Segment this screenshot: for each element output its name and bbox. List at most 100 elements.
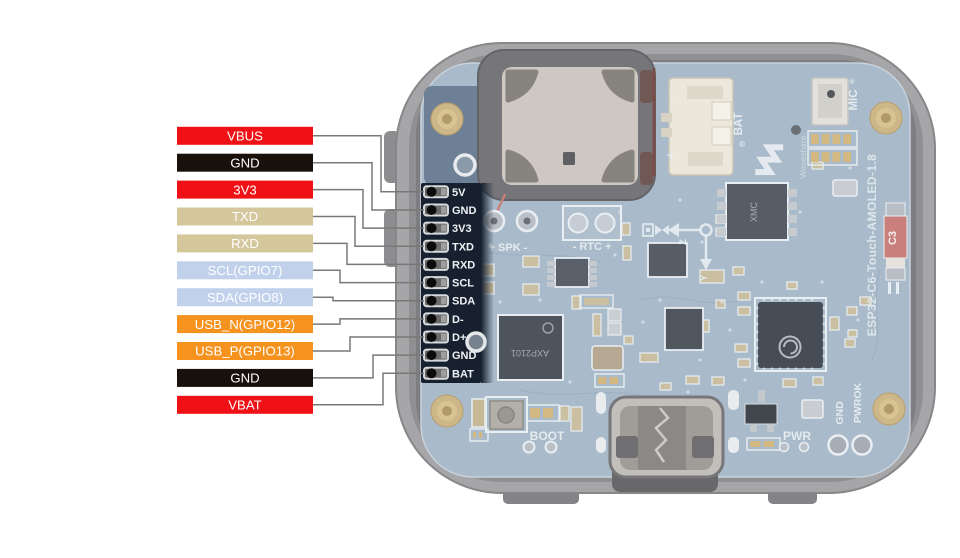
speaker-corner-cutouts: [505, 69, 635, 183]
spk-silkscreen-label: + SPK -: [489, 242, 528, 254]
smd-passive: [522, 283, 540, 296]
metal-pad-1: [607, 308, 622, 322]
header-pad-shine: [441, 242, 447, 250]
header-pin-name-TXD: TXD: [452, 241, 474, 253]
header-pin-name-3V3: 3V3: [452, 223, 472, 235]
header-pad-hole: [426, 368, 437, 379]
speaker-plate: [502, 67, 638, 185]
screw-top-right: [869, 101, 903, 135]
smd-passive: [844, 338, 856, 348]
imu-chip: [664, 307, 704, 351]
pinout-label-bar-SDA(GPIO8): [177, 288, 313, 307]
qfn-chip-small: [647, 242, 688, 278]
header-pin-name-RXD: RXD: [452, 259, 475, 271]
screw-bottom-left: [430, 394, 464, 428]
header-pin-name-5V: 5V: [452, 187, 466, 199]
header-pin-name-BAT: BAT: [452, 368, 474, 380]
mic-hole: [827, 90, 835, 98]
pwrok-pad-label: PWROK: [852, 382, 864, 423]
rtc-pads: [562, 205, 622, 241]
pinout-label-text-GND: GND: [230, 371, 259, 386]
gold-pad: [530, 408, 540, 418]
battery-connector: [661, 77, 734, 176]
usb-slot-left-2: [596, 437, 606, 453]
header-pad-shine: [441, 260, 447, 268]
speaker: [477, 49, 656, 215]
gnd-test-pad: [827, 434, 849, 456]
metal-pad-2: [607, 322, 622, 336]
pinout-label-bar-RXD: [177, 234, 313, 253]
leader-line-SCL: [313, 269, 424, 284]
pinout-label-bar-TXD: [177, 207, 313, 226]
header-pad-hole: [426, 332, 437, 342]
pinout-label-bar-VBUS: [177, 126, 313, 145]
pinout-label-text-USB_P(GPIO13): USB_P(GPIO13): [195, 344, 295, 359]
header-pad-shine: [441, 297, 447, 305]
pinout-label-text-3V3: 3V3: [233, 182, 256, 197]
esp32-pin-dots: [755, 298, 826, 371]
pinout-label-text-SCL(GPIO7): SCL(GPIO7): [208, 263, 283, 278]
smd-passive: [846, 306, 858, 316]
rtc-silkscreen-label: - RTC +: [573, 241, 612, 253]
pinout-label-text-SDA(GPIO8): SDA(GPIO8): [207, 290, 283, 305]
axp2101-label: AXP2101: [511, 348, 549, 358]
smd-passive: [621, 222, 631, 236]
esp32-c6-chip: [754, 297, 827, 372]
pinout-label-text-RXD: RXD: [231, 236, 259, 251]
smd-passive: [522, 255, 540, 268]
via: [743, 378, 747, 382]
axis-z-label: Z: [678, 239, 689, 245]
usb-slot-right-1: [728, 390, 739, 410]
smd-passive: [715, 299, 726, 309]
boot-silkscreen-label: BOOT: [530, 429, 565, 443]
gold-pad: [832, 134, 841, 144]
via: [613, 253, 617, 257]
via: [658, 298, 662, 302]
pinout-label-bar-SCL(GPIO7): [177, 261, 313, 280]
pinout-label-text-TXD: TXD: [232, 209, 258, 224]
gnd-pad-label: GND: [834, 401, 846, 425]
usb-c-port: [596, 390, 739, 492]
c3-component: [883, 202, 908, 294]
mic-silkscreen-label: MIC: [848, 89, 860, 110]
mount-hole-top: [453, 153, 477, 177]
power-regulator: [744, 390, 810, 453]
pinout-label-text-GND: GND: [230, 155, 259, 170]
soic8-chip: [547, 257, 597, 288]
smd-passive: [732, 266, 745, 276]
resistor-array-outline: [579, 294, 614, 309]
gold-pad: [473, 432, 476, 438]
gold-pad: [479, 432, 482, 438]
via: [538, 298, 542, 302]
flash-chip: XMC: [717, 182, 797, 241]
gold-pad: [811, 152, 819, 162]
smd-passive: [786, 281, 798, 290]
usb-slot-right-2: [728, 437, 739, 453]
via: [641, 320, 645, 324]
header-pin-name-SDA: SDA: [452, 296, 475, 308]
leader-line-GND: [313, 354, 424, 379]
pwr-silkscreen-label: PWR: [783, 429, 811, 443]
via: [498, 300, 502, 304]
gold-pad: [843, 134, 851, 144]
pcb-hole: [791, 125, 801, 135]
axis-orientation-marker: [642, 223, 713, 270]
silkscreen-outline: [469, 428, 489, 442]
leader-line-SDA: [313, 296, 424, 302]
smd-passive: [571, 295, 582, 310]
pinout-label-bar-USB_N(GPIO12): [177, 315, 313, 334]
via: [760, 280, 764, 284]
header-pad-hole: [426, 186, 437, 197]
header-pad-hole: [426, 223, 437, 234]
smd-passive: [859, 296, 872, 306]
smd-passive: [592, 313, 602, 337]
pinout-label-text-VBUS: VBUS: [227, 129, 263, 144]
speaker-coil-bottom: [640, 152, 653, 185]
gold-pad: [750, 441, 761, 447]
smd-passive: [737, 306, 751, 316]
smd-passive: [847, 329, 858, 338]
smd-passive: [782, 378, 797, 388]
board-title: ESP32-C6-Touch-AMOLED-1.8: [865, 154, 879, 336]
